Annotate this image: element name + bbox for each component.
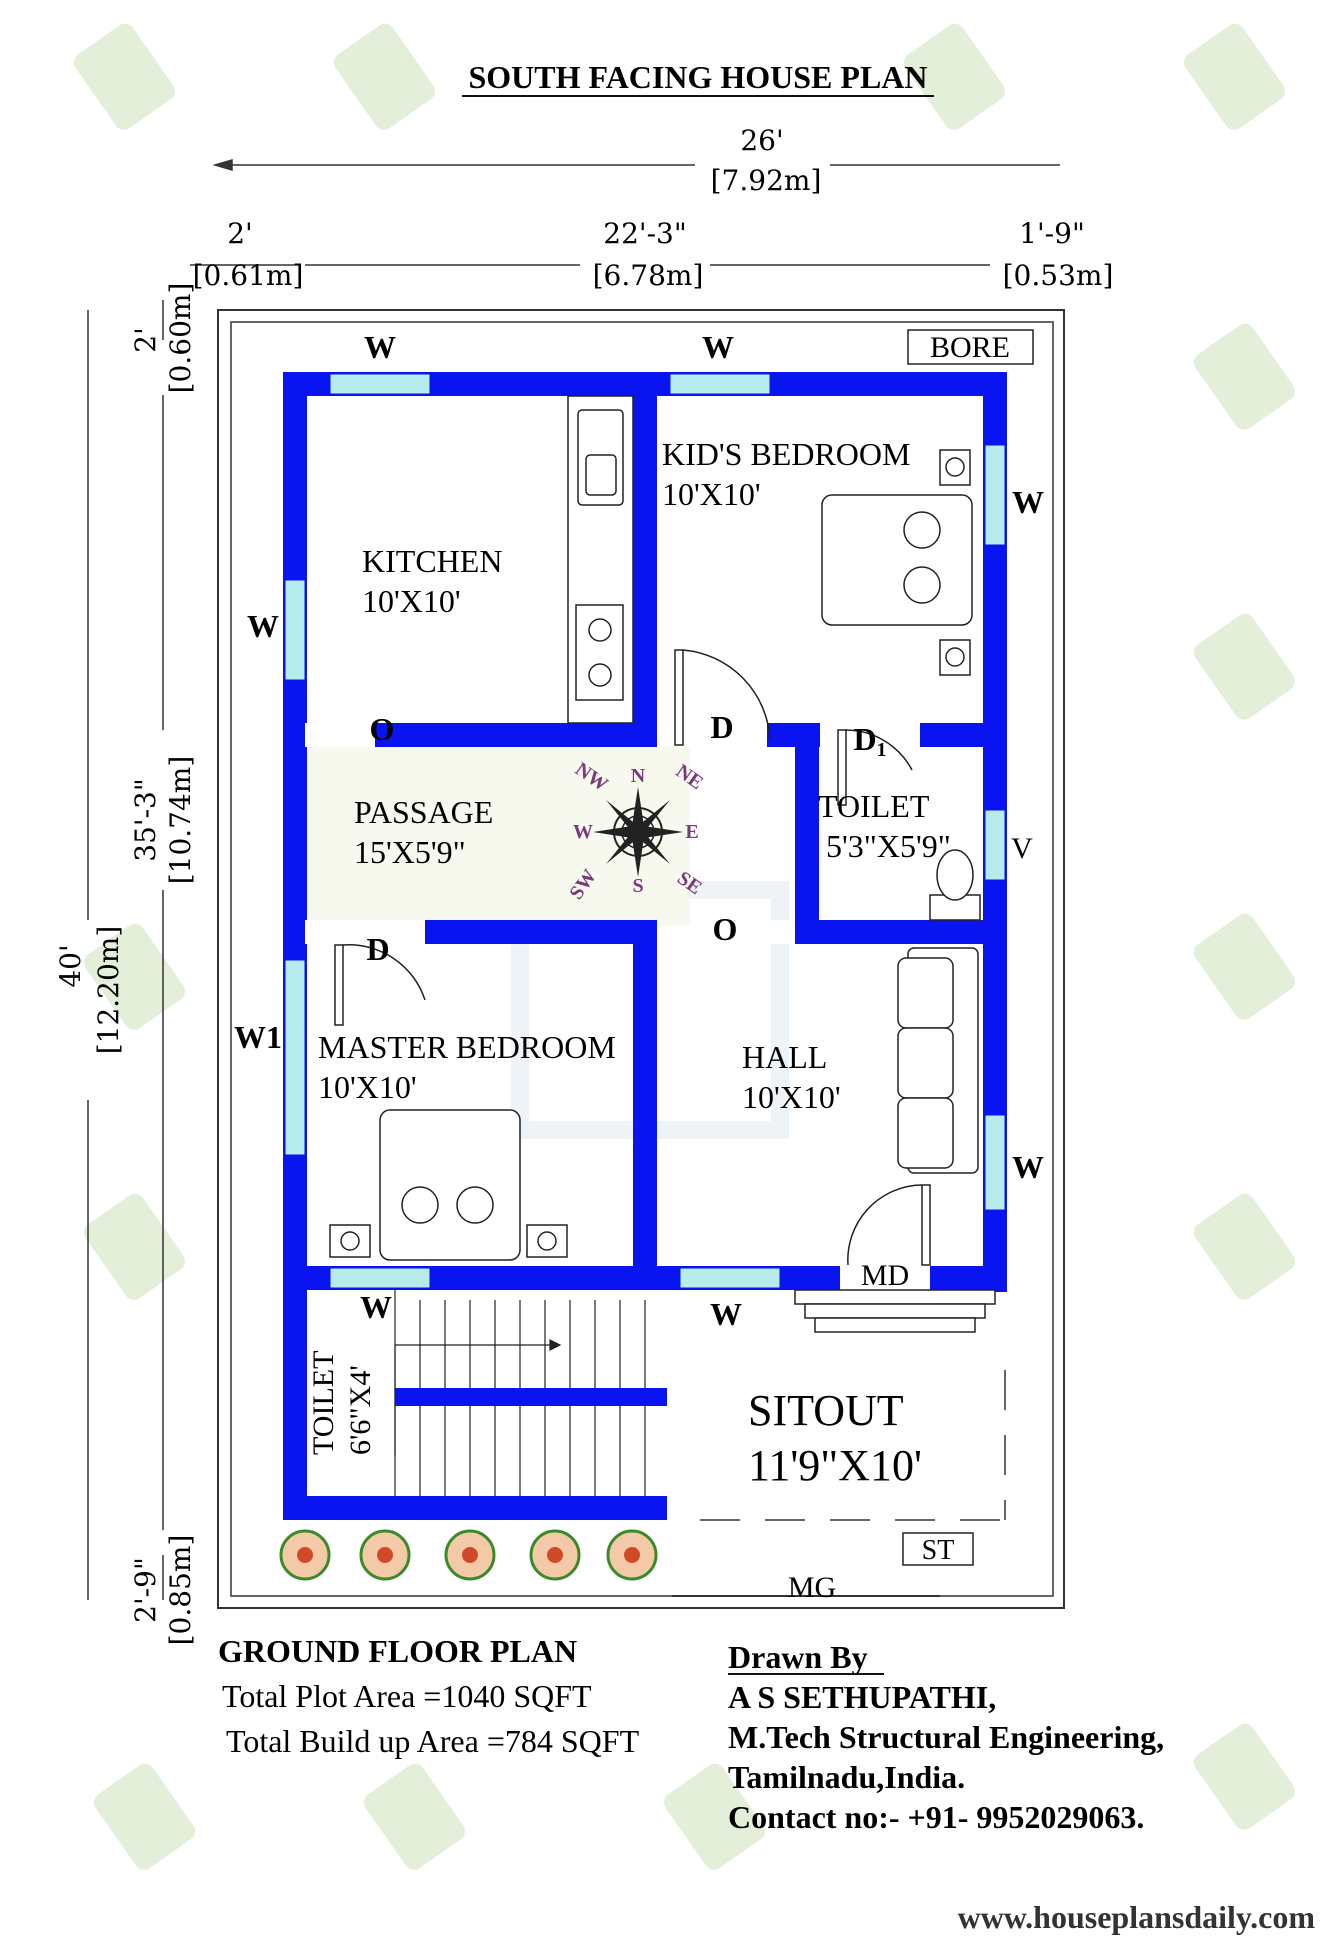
master-bedroom-name: MASTER BEDROOM [318,1029,616,1065]
right-margin-metric: [0.53m] [1003,259,1114,292]
room-labels: KITCHEN 10'X10' KID'S BEDROOM 10'X10' PA… [307,436,951,1490]
overall-depth-label: 40' [54,944,87,987]
window-w1-label: W1 [234,1019,282,1055]
author-contact: Contact no:- +91- 9952029063. [728,1799,1144,1835]
sitout-size: 11'9"X10' [748,1441,922,1490]
sitout-name: SITOUT [748,1386,904,1435]
top-margin-label: 2' [129,327,162,353]
kitchen-counter [567,395,634,724]
door-label: D [366,931,389,967]
door-openings [305,723,930,1290]
top-dimensions [190,158,1060,266]
toilet-fixture [929,849,981,921]
build-depth-label: 35'-3" [129,778,162,861]
opening-label: O [713,911,738,947]
window-label: W [364,329,396,365]
main-door-label: MD [861,1259,909,1292]
left-margin-metric: [0.61m] [193,259,304,292]
right-margin-label: 1'-9" [1019,217,1085,250]
left-dimensions [87,300,164,1600]
compass-rose [593,787,683,877]
info-heading: GROUND FLOOR PLAN [218,1633,577,1669]
toilet-size: 5'3"X5'9" [826,828,951,864]
website-link[interactable]: www.houseplansdaily.com [958,1899,1316,1935]
walls [283,372,1007,1520]
bottom-margin-label: 2'-9" [129,1557,162,1623]
staircase [394,1290,646,1496]
opening-label: O [370,711,395,747]
overall-width-label: 26' [740,124,783,157]
drawn-by-label: Drawn By [728,1639,868,1675]
passage-size: 15'X5'9" [354,834,466,870]
window-label: W [710,1296,742,1332]
left-margin-label: 2' [227,217,253,250]
build-width-label: 22'-3" [603,217,686,250]
kids-bedroom-size: 10'X10' [662,476,761,512]
toilet-small-size: 6'6"X4' [344,1365,377,1455]
septic-tank-label: ST [922,1535,955,1566]
main-gate-label: MG [788,1571,836,1604]
plot-boundary [217,309,1065,1609]
compass-s: S [632,875,643,897]
septic-tank-box [902,1532,974,1566]
toilet-small-name: TOILET [307,1351,340,1455]
kids-bed [821,449,973,676]
master-bed [329,1109,568,1261]
hall-size: 10'X10' [742,1079,841,1115]
overall-width-metric: [7.92m] [711,164,822,197]
window-label: W [1012,1149,1044,1185]
plot-area: Total Plot Area =1040 SQFT [222,1678,592,1714]
sitout-boundary [700,1370,1006,1521]
toilet-name: TOILET [818,788,930,824]
door-label: D [710,709,733,745]
main-door-steps [794,1289,996,1333]
watermark-logos [73,23,1296,1870]
kids-bedroom-name: KID'S BEDROOM [662,436,910,472]
window-label: W [702,329,734,365]
window-label: W [247,608,279,644]
build-depth-metric: [10.74m] [164,756,197,885]
kitchen-name: KITCHEN [362,543,502,579]
author-name: A S SETHUPATHI, [728,1679,996,1715]
passage-name: PASSAGE [354,794,493,830]
door-labels: O O D D D1 MD [366,709,909,1292]
top-margin-metric: [0.60m] [164,283,197,394]
window-label: W [1012,484,1044,520]
compass-w: W [573,821,593,843]
bore-box [907,329,1034,365]
master-bedroom-size: 10'X10' [318,1069,417,1105]
hall-name: HALL [742,1039,827,1075]
door-d1-label: D1 [853,721,886,761]
left-dimension-labels: 40' [12.20m] 2' [0.60m] 35'-3" [10.74m] … [54,283,197,1646]
door-swings [334,649,931,1266]
kitchen-size: 10'X10' [362,583,461,619]
window-glass [284,373,1006,1289]
page-title: SOUTH FACING HOUSE PLAN [468,59,927,95]
window-labels: W W W W W W W W1 V [234,329,1044,1332]
bottom-margin-metric: [0.85m] [164,1535,197,1646]
compass-e: E [685,821,698,843]
ventilator-label: V [1011,832,1033,865]
build-width-metric: [6.78m] [593,259,704,292]
bore-label: BORE [930,331,1010,364]
plants [279,1529,658,1581]
overall-depth-metric: [12.20m] [92,926,125,1055]
hall-sofa [897,947,979,1174]
author-qualification: M.Tech Structural Engineering, [728,1719,1164,1755]
build-area: Total Build up Area =784 SQFT [226,1723,640,1759]
compass-n: N [631,765,646,787]
window-label: W [360,1289,392,1325]
author-location: Tamilnadu,India. [728,1759,965,1795]
